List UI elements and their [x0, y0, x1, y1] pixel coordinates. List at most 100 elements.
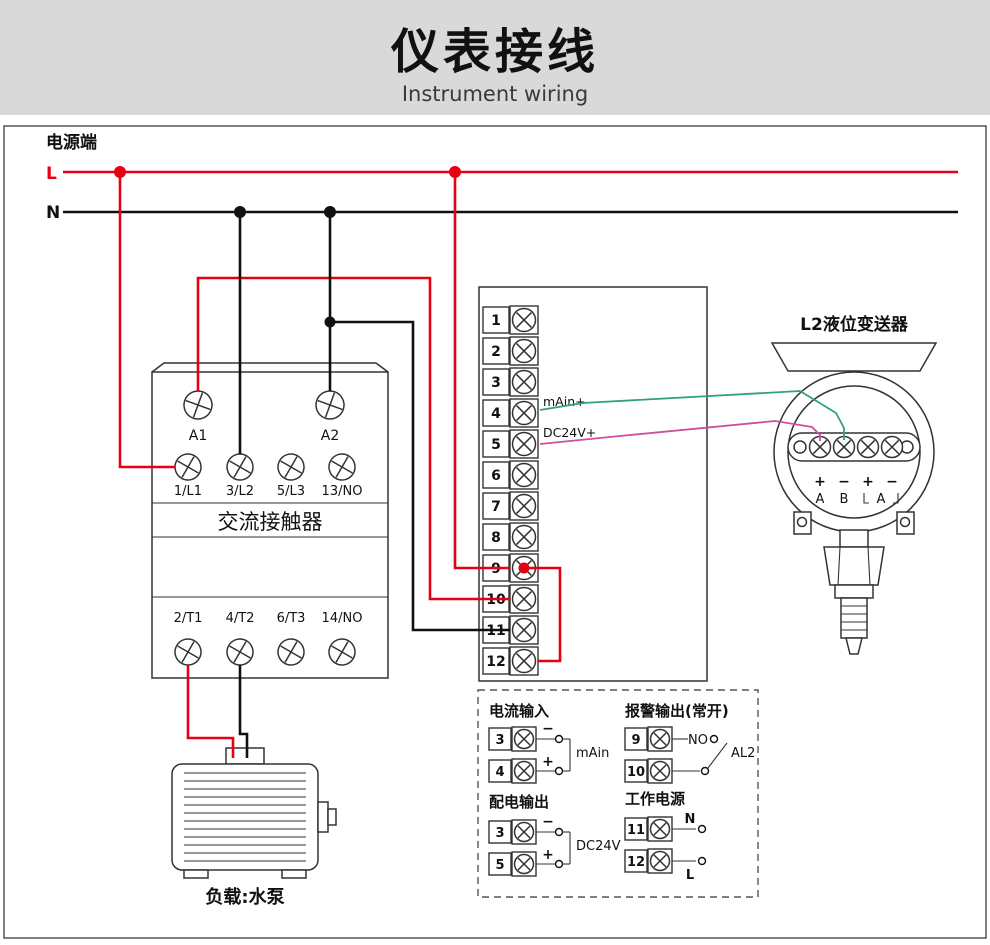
- label-main-plus: mAin+: [543, 394, 586, 409]
- wire-jumper-9-12: [524, 566, 562, 663]
- terminal-number: 3: [491, 375, 501, 391]
- wire-node: [554, 859, 564, 869]
- terminal-row-5: 5: [482, 426, 542, 462]
- terminal-number: 10: [627, 765, 645, 780]
- terminal-row-8: 8: [482, 519, 542, 555]
- clamp-tab: [896, 511, 915, 535]
- clamp-tab-hole: [796, 516, 808, 528]
- n-terminal-label: N: [685, 812, 696, 827]
- sign-label: −: [542, 814, 554, 830]
- wire-node: [709, 734, 719, 744]
- motor-body: [171, 763, 319, 871]
- label-6t3: 6/T3: [277, 611, 306, 626]
- motor-shaft-tip: [327, 808, 337, 826]
- terminal-number: 11: [627, 823, 645, 838]
- terminal-row-3: 3: [482, 364, 542, 400]
- process-thread: [840, 597, 868, 639]
- terminal-b-label: B: [840, 492, 849, 507]
- terminal-number: 4: [495, 765, 504, 780]
- header-band: [0, 0, 990, 115]
- terminal-row-1: 1: [482, 302, 542, 338]
- contactor-top-bevel: [151, 362, 389, 373]
- bracket-mark: [863, 493, 869, 504]
- transmitter-top-cap: [770, 342, 938, 372]
- bracket-a-label: A: [877, 492, 886, 507]
- legend-dc-output: 配电输出 3 − 5 + DC24V: [488, 793, 621, 879]
- label-4t2: 4/T2: [226, 611, 255, 626]
- al2-label: AL2: [731, 746, 755, 761]
- process-collar: [834, 584, 874, 599]
- terminal-number: 2: [491, 344, 501, 360]
- label-1l1: 1/L1: [174, 484, 202, 499]
- contactor: A1 A2 1/L1 3/L2 5/L3 13/NO 交流接触器 2/T1 4/…: [151, 362, 389, 679]
- wire-l-to-1l1: [118, 172, 175, 469]
- label-a2: A2: [321, 428, 339, 444]
- terminal-number-box: [482, 368, 510, 396]
- legend-title: 报警输出(常开): [625, 702, 729, 720]
- terminal-row-12: 12: [482, 643, 542, 679]
- terminal-number: 7: [491, 499, 501, 515]
- terminal-number: 1: [491, 313, 501, 329]
- terminal-number-box: [482, 523, 510, 551]
- label-2t1: 2/T1: [174, 611, 203, 626]
- terminal-number-box: [488, 727, 512, 751]
- contactor-body: [151, 371, 389, 679]
- terminal-number-box: [482, 492, 510, 520]
- label-dc24v-plus: DC24V+: [543, 425, 596, 440]
- sign-label: +: [542, 847, 554, 863]
- terminal-number-box: [482, 399, 510, 427]
- wire-a1-to-terminal10: [196, 276, 510, 601]
- terminal-number-box: [488, 852, 512, 876]
- terminal-row-6: 6: [482, 457, 542, 493]
- hex-facet: [867, 546, 871, 586]
- terminal-row-4: 4: [482, 395, 542, 431]
- clamp-tab-hole: [899, 516, 911, 528]
- legend-alarm-output: 报警输出(常开) 9 NO 10 AL2: [624, 702, 755, 786]
- motor-foot: [183, 869, 209, 879]
- polarity-label: +: [814, 474, 826, 490]
- power-section-label: 电源端: [46, 132, 97, 153]
- contactor-title: 交流接触器: [218, 510, 323, 534]
- terminal-number: 6: [491, 468, 501, 484]
- terminal-a-label: A: [816, 492, 825, 507]
- wire-dc24v-signal: [539, 420, 821, 445]
- terminal-number: 9: [631, 733, 640, 748]
- terminal-number-box: [482, 337, 510, 365]
- wire-node: [697, 824, 707, 834]
- terminal-number-box: [624, 817, 648, 841]
- bracket-mark: [893, 493, 899, 504]
- terminal-number-box: [624, 759, 648, 783]
- terminal-number-box: [482, 430, 510, 458]
- terminal-number: 12: [486, 654, 505, 670]
- l-label: L: [46, 164, 57, 184]
- sign-label: +: [542, 754, 554, 770]
- junction-dot: [234, 206, 246, 218]
- n-label: N: [46, 203, 60, 223]
- terminal-number-box: [488, 759, 512, 783]
- label-13no: 13/NO: [322, 484, 363, 499]
- wire-l-to-terminal9: [453, 172, 510, 570]
- wire-node: [697, 856, 707, 866]
- motor-caption: 负载:水泵: [205, 886, 284, 908]
- terminal-number: 3: [495, 826, 504, 841]
- signal-label: mAin: [576, 746, 609, 761]
- transmitter-inner-ring: [787, 385, 921, 519]
- terminal-strip: 1 2 3 4 5 6: [478, 286, 708, 682]
- level-transmitter: L2液位变送器 + − + − A B A: [770, 314, 938, 655]
- motor-shaft: [317, 801, 329, 833]
- wire-2t1-to-motor: [186, 665, 235, 758]
- legend-current-input: 电流输入 3 − 4 + mAin: [488, 702, 609, 786]
- wire-node: [700, 766, 710, 776]
- switch-arm: [707, 742, 728, 769]
- junction-dot: [324, 206, 336, 218]
- process-neck: [839, 529, 869, 548]
- diagram-frame: [3, 125, 987, 939]
- page-title: 仪表接线: [390, 24, 599, 80]
- polarity-label: +: [862, 474, 874, 490]
- terminal-number: 3: [495, 733, 504, 748]
- terminal-number-box: [482, 461, 510, 489]
- motor-foot: [281, 869, 307, 879]
- polarity-label: −: [886, 474, 898, 490]
